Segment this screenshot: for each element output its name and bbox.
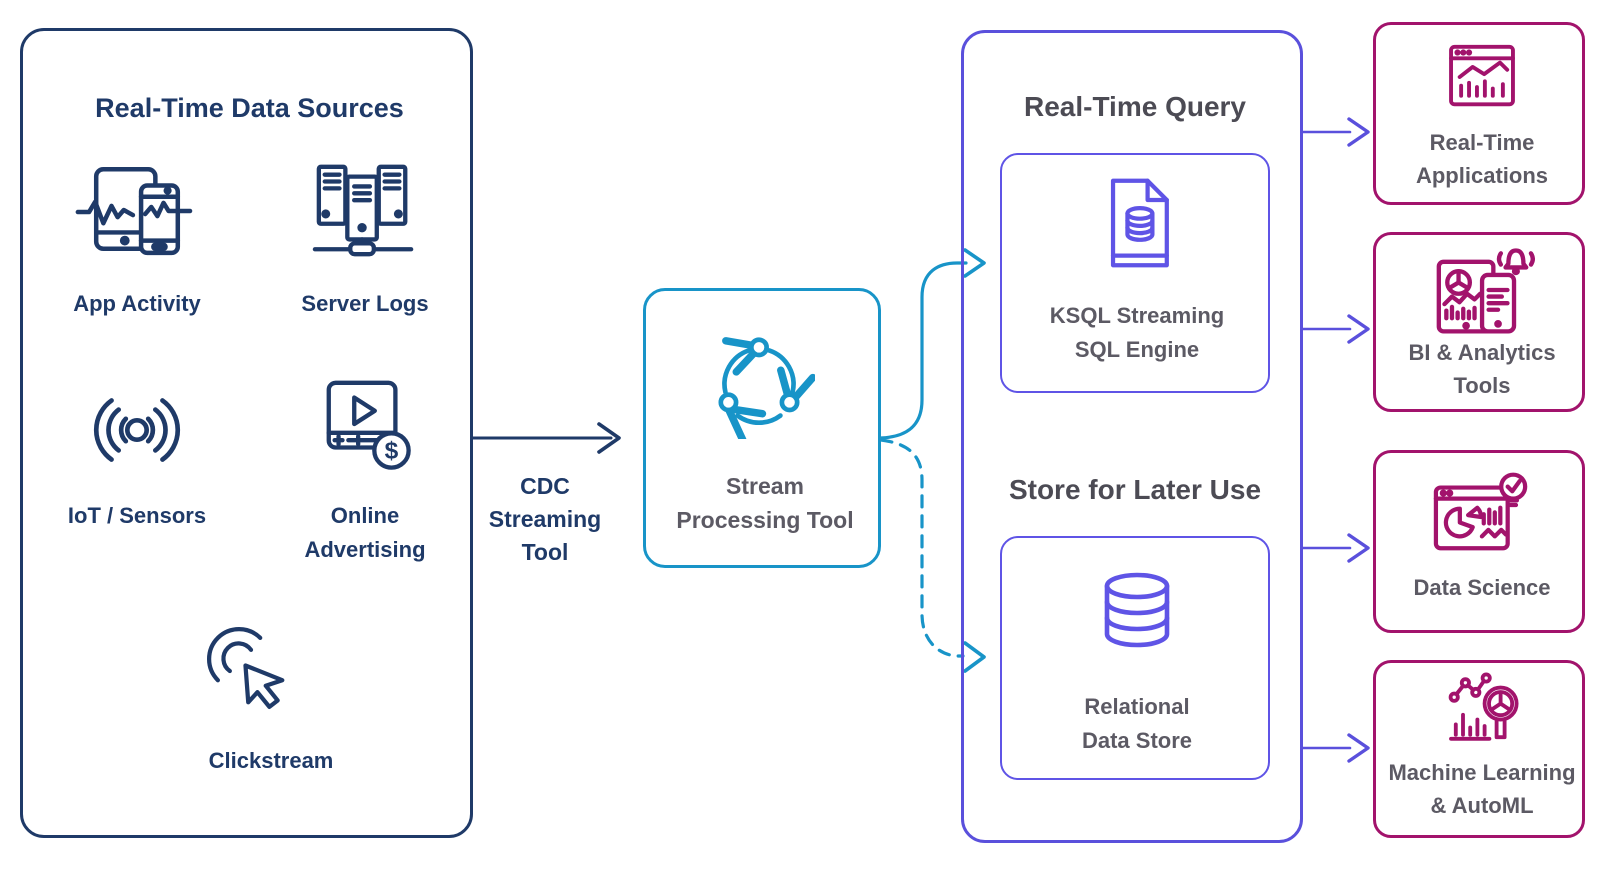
destination-data-science: Data Science <box>1373 450 1585 633</box>
sources-title: Real-Time Data Sources <box>95 93 404 123</box>
realtime-applications-icon <box>1449 44 1515 107</box>
relational-store-label: Relational Data Store <box>1081 694 1193 753</box>
ml-automl-icon <box>1448 672 1519 741</box>
destination-label: Real-Time Applications <box>1415 130 1548 188</box>
bi-analytics-icon <box>1436 248 1535 334</box>
sources-panel: Real-Time Data Sources App Activity <box>20 28 473 838</box>
source-label-app-activity: App Activity <box>73 291 201 316</box>
arrow-sources-to-stream <box>471 422 621 454</box>
svg-text:$: $ <box>385 437 399 464</box>
arrow-to-realtime-apps <box>1301 117 1370 147</box>
server-logs-icon <box>312 164 414 257</box>
sql-document-icon <box>1110 178 1169 268</box>
relational-store-box: Relational Data Store <box>1000 536 1270 780</box>
destination-label: Data Science <box>1413 575 1551 600</box>
destination-label: Machine Learning & AutoML <box>1388 760 1576 818</box>
destination-realtime-applications: Real-Time Applications <box>1373 22 1585 205</box>
destination-bi-analytics: BI & Analytics Tools <box>1373 232 1585 412</box>
data-science-icon <box>1433 472 1528 551</box>
source-label-server-logs: Server Logs <box>301 291 429 316</box>
online-advertising-icon: $ <box>326 380 411 470</box>
app-activity-icon <box>75 166 193 256</box>
destination-label: BI & Analytics Tools <box>1408 340 1556 398</box>
source-label-clickstream: Clickstream <box>208 748 334 773</box>
stream-processing-label: Stream Processing Tool <box>676 473 854 533</box>
ksql-engine-box: KSQL Streaming SQL Engine <box>1000 153 1270 393</box>
arrow-to-data-science <box>1301 533 1370 563</box>
arrow-to-bi-tools <box>1301 314 1370 344</box>
destination-ml-automl: Machine Learning & AutoML <box>1373 660 1585 838</box>
arrow-to-ml <box>1301 733 1370 763</box>
stream-cycle-icon <box>718 337 815 439</box>
realtime-query-title: Real-Time Query <box>1023 91 1247 122</box>
query-store-panel: Real-Time Query KSQL Streaming SQL Engin… <box>961 30 1303 843</box>
source-label-iot-sensors: IoT / Sensors <box>67 503 207 528</box>
source-label-online-advertising: Online Advertising <box>304 503 426 562</box>
ksql-label: KSQL Streaming SQL Engine <box>1049 303 1225 362</box>
cdc-streaming-tool-label: CDC Streaming Tool <box>488 473 602 565</box>
stream-processing-panel: Stream Processing Tool <box>643 288 881 568</box>
store-for-later-title: Store for Later Use <box>1008 474 1262 505</box>
database-icon <box>1104 572 1170 648</box>
clickstream-icon <box>207 627 285 709</box>
iot-sensors-icon <box>93 398 181 462</box>
